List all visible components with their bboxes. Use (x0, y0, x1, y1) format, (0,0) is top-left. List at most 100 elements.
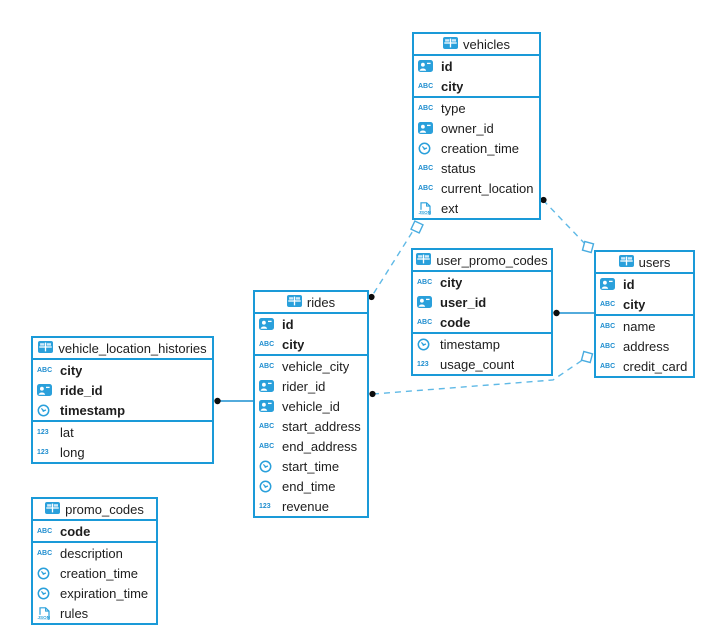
connector-vehicles-users[interactable] (540, 196, 595, 254)
column-name: end_time (282, 478, 336, 494)
column-name: revenue (282, 498, 329, 514)
connector-vehicle_location_histories-rides[interactable] (214, 397, 253, 405)
connector-rides-users[interactable] (369, 350, 594, 398)
table-header-users[interactable]: users (596, 252, 693, 274)
column-rides-start_time[interactable]: start_time (255, 456, 367, 476)
clock-icon (37, 567, 56, 580)
column-vehicles-id[interactable]: id (414, 56, 539, 76)
column-vehicle_location_histories-ride_id[interactable]: ride_id (33, 380, 212, 400)
person-id-icon (259, 400, 278, 412)
column-name: city (441, 78, 464, 94)
column-name: ext (441, 200, 459, 216)
column-name: lat (60, 424, 74, 440)
connector-user_promo_codes-users[interactable] (553, 309, 594, 317)
column-rides-id[interactable]: id (255, 314, 367, 334)
connector-line[interactable] (371, 222, 419, 297)
table-header-vehicles[interactable]: vehicles (414, 34, 539, 56)
column-name: city (440, 274, 463, 290)
person-id-icon (600, 278, 619, 290)
column-vehicles-creation_time[interactable]: creation_time (414, 138, 539, 158)
123-icon: 123 (259, 502, 271, 510)
open-diamond-marker (580, 350, 594, 364)
column-name: long (60, 444, 85, 460)
person-id-icon (418, 60, 437, 72)
column-vehicles-ext[interactable]: JSON ext (414, 198, 539, 218)
connector-rides-vehicles[interactable] (368, 220, 424, 301)
table-header-vehicle_location_histories[interactable]: vehicle_location_histories (33, 338, 212, 360)
column-vehicles-owner_id[interactable]: owner_id (414, 118, 539, 138)
column-name: expiration_time (60, 585, 149, 601)
abc-icon: ABC (417, 278, 433, 286)
column-name: owner_id (441, 120, 494, 136)
column-vehicle_location_histories-timestamp[interactable]: timestamp (33, 400, 212, 420)
table-header-promo_codes[interactable]: promo_codes (33, 499, 156, 521)
column-user_promo_codes-user_id[interactable]: user_id (413, 292, 551, 312)
column-name: timestamp (440, 336, 500, 352)
clock-icon (37, 587, 56, 600)
column-name: creation_time (60, 565, 139, 581)
abc-icon: ABC (37, 527, 53, 535)
abc-icon: ABC (418, 164, 434, 172)
abc-icon: ABC (600, 322, 616, 330)
column-rides-rider_id[interactable]: rider_id (255, 376, 367, 396)
column-name: credit_card (623, 358, 688, 374)
column-promo_codes-creation_time[interactable]: creation_time (33, 563, 156, 583)
table-icon (38, 340, 54, 356)
table-title: user_promo_codes (436, 252, 548, 268)
column-name: user_id (440, 294, 487, 310)
column-name: type (441, 100, 466, 116)
connector-line[interactable] (372, 356, 588, 395)
connector-line[interactable] (542, 199, 589, 248)
column-rides-vehicle_id[interactable]: vehicle_id (255, 396, 367, 416)
column-name: id (282, 316, 294, 332)
dot-marker (369, 390, 376, 398)
dot-marker (214, 397, 221, 405)
column-user_promo_codes-timestamp[interactable]: timestamp (413, 332, 551, 354)
column-rides-revenue[interactable]: 123 revenue (255, 496, 367, 516)
column-name: timestamp (60, 402, 126, 418)
column-name: address (623, 338, 670, 354)
column-name: start_address (282, 418, 361, 434)
table-header-user_promo_codes[interactable]: user_promo_codes (413, 250, 551, 272)
json-icon: JSON (418, 201, 437, 215)
clock-icon (259, 460, 278, 473)
table-title: users (638, 254, 671, 270)
abc-icon: ABC (37, 549, 53, 557)
table-icon (618, 254, 634, 270)
column-promo_codes-expiration_time[interactable]: expiration_time (33, 583, 156, 603)
column-users-id[interactable]: id (596, 274, 693, 294)
open-diamond-marker (581, 240, 595, 254)
column-rides-end_time[interactable]: end_time (255, 476, 367, 496)
column-user_promo_codes-city[interactable]: ABC city (413, 272, 551, 292)
table-title: vehicle_location_histories (58, 340, 207, 356)
table-header-rides[interactable]: rides (255, 292, 367, 314)
